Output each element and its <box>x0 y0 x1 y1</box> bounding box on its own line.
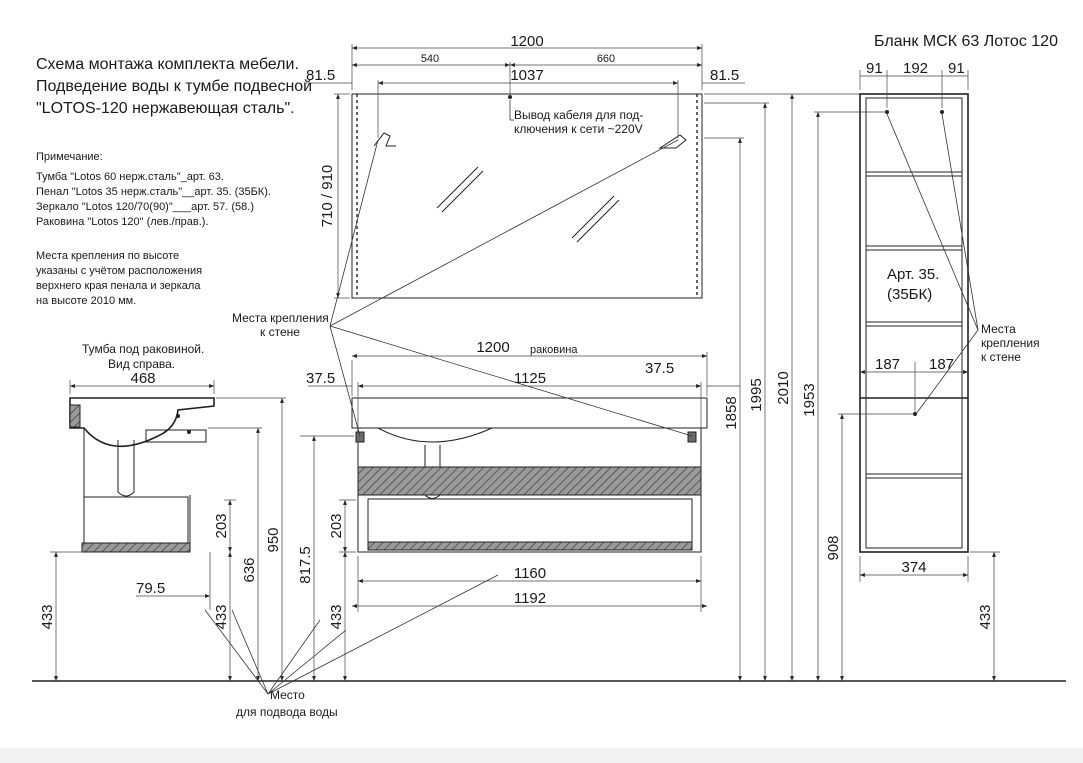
dim-cabinet-inner: 1160 <box>514 565 546 582</box>
dim-sink-offset-left: 37.5 <box>306 370 335 387</box>
dim-pen-width: 374 <box>901 559 926 576</box>
dim-433-right: 433 <box>977 604 994 629</box>
dim-1953: 1953 <box>801 383 818 416</box>
sink-cabinet-side-view <box>69 397 215 553</box>
note-heading: Примечание: <box>36 151 103 163</box>
dim-433-left: 433 <box>39 604 56 629</box>
mount-wall-label-1: Места крепления <box>232 311 329 325</box>
dim-433-mid: 433 <box>213 604 230 629</box>
dim-817-5: 817.5 <box>297 546 314 584</box>
dim-79-5: 79.5 <box>136 580 165 597</box>
dim-1995: 1995 <box>748 378 765 411</box>
dim-1858: 1858 <box>723 396 740 429</box>
dim-sink-span: 1125 <box>514 370 546 387</box>
water-label-1: Место <box>270 688 305 702</box>
dim-mirror-offset-left: 81.5 <box>306 67 335 84</box>
dim-950: 950 <box>265 527 282 552</box>
dim-mirror-left: 540 <box>421 53 439 65</box>
dim-2010: 2010 <box>775 371 792 404</box>
title-line-3: "LOTOS-120 нержавеющая сталь". <box>36 100 295 117</box>
dim-908: 908 <box>825 535 842 560</box>
title-line-2: Подведение воды к тумбе подвесной <box>36 78 312 95</box>
mount-wall-label-2: к стене <box>260 325 300 339</box>
mount-note-1: Места крепления по высоте <box>36 250 179 262</box>
side-view-label-1: Тумба под раковиной. <box>82 342 204 356</box>
note-item-3: Зеркало "Lotos 120/70(90)"___арт. 57. (5… <box>36 201 254 213</box>
cable-label-2: ключения к сети ~220V <box>514 122 643 136</box>
art-label-1: Арт. 35. <box>887 266 939 283</box>
art-label-2: (35БК) <box>887 286 932 303</box>
dim-433-center: 433 <box>328 604 345 629</box>
note-item-4: Раковина "Lotos 120" (лев./прав.). <box>36 216 209 228</box>
mount-note-3: верхнего края пенала и зеркала <box>36 280 201 292</box>
mount-note-4: на высоте 2010 мм. <box>36 295 136 307</box>
dim-mirror-mount-span: 1037 <box>510 67 543 84</box>
cable-label-1: Вывод кабеля для под- <box>514 108 643 122</box>
mount-right-label-1: Места <box>981 322 1016 336</box>
mount-right-label-2: крепления <box>981 336 1040 350</box>
water-leaders <box>204 574 499 695</box>
water-label-2: для подвода воды <box>236 705 338 719</box>
dim-cabinet-outer: 1192 <box>514 590 546 607</box>
dim-sink-suffix: раковина <box>530 344 578 356</box>
sink-cabinet-front-view <box>351 397 708 553</box>
dim-mirror-height: 710 / 910 <box>319 165 336 228</box>
tall-cabinet-front-view <box>859 93 969 553</box>
note-item-2: Пенал "Lotos 35 нерж.сталь"__арт. 35. (3… <box>36 186 271 198</box>
note-item-1: Тумба "Lotos 60 нерж.сталь"_арт. 63. <box>36 171 224 183</box>
dim-sink-offset-right: 37.5 <box>645 360 674 377</box>
dim-pen-187-right: 187 <box>929 356 954 373</box>
dim-pen-187-left: 187 <box>875 356 900 373</box>
dim-mirror-width: 1200 <box>510 33 543 50</box>
mount-note-2: указаны с учётом расположения <box>36 265 202 277</box>
dim-636: 636 <box>241 557 258 582</box>
dim-203-side: 203 <box>213 513 230 538</box>
mirror-front-view <box>351 93 703 299</box>
dim-pen-91-left: 91 <box>866 60 883 77</box>
dim-203-front: 203 <box>328 513 345 538</box>
mount-right-label-3: к стене <box>981 350 1021 364</box>
dim-mirror-offset-right: 81.5 <box>710 67 739 84</box>
dim-pen-91-right: 91 <box>948 60 965 77</box>
mount-leaders-right <box>886 113 979 415</box>
dim-pen-192: 192 <box>903 60 928 77</box>
dim-mirror-right: 660 <box>597 53 615 65</box>
title-line-1: Схема монтажа комплекта мебели. <box>36 56 299 73</box>
side-view-label-2: Вид справа. <box>108 357 175 371</box>
mount-leaders-center <box>329 139 693 437</box>
dim-side-depth: 468 <box>130 370 155 387</box>
form-code: Бланк МСК 63 Лотос 120 <box>874 33 1058 50</box>
footer-strip <box>0 748 1083 763</box>
dim-sink-width: 1200 <box>476 339 509 356</box>
